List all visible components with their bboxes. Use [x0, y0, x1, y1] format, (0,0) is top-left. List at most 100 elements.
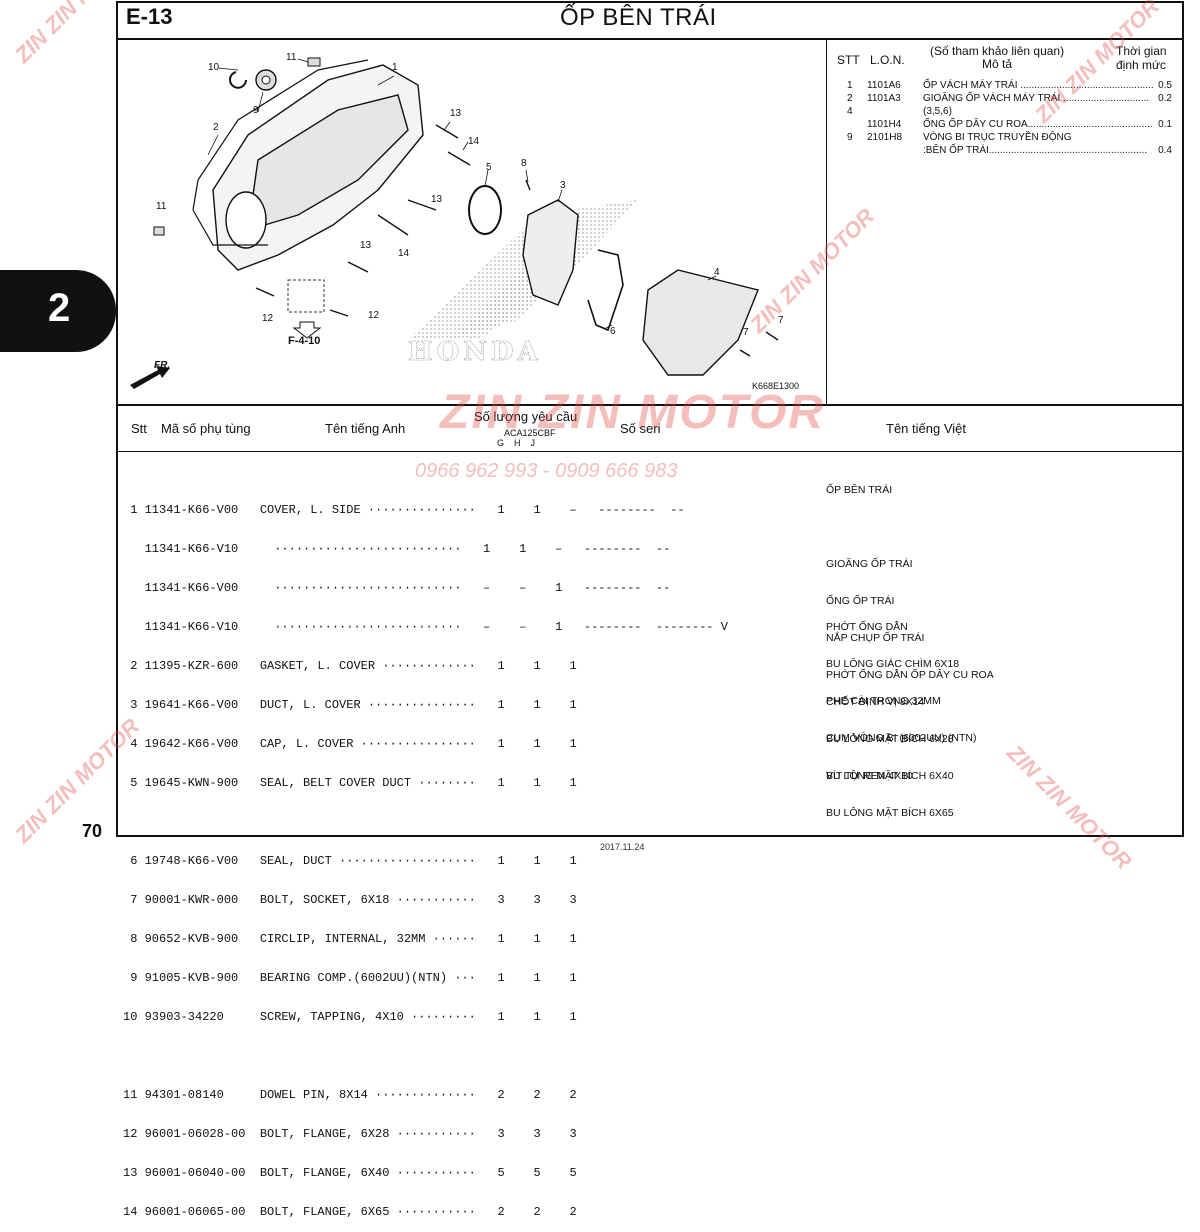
vi-name: CỤM VÒNG BI (6002UU) (NTN)	[826, 732, 977, 745]
page-code: E-13	[126, 4, 173, 29]
watermark-brand: ZIN ZIN MOTOR	[440, 386, 826, 439]
table-row: 4 19642-K66-V00 CAP, L. COVER ··········…	[123, 737, 577, 751]
page-frame	[116, 1, 1184, 837]
watermark-phone: 0966 962 993 - 0909 666 983	[415, 460, 678, 482]
vi-name: PHỚT ỐNG DẪN	[826, 620, 908, 633]
vi-name: NẮP CHỤP ỐP TRÁI	[826, 632, 925, 645]
callout-5: 5	[486, 162, 492, 173]
ref-row: :BÊN ỐP TRÁI............................…	[923, 145, 1172, 156]
col-qty-variants: G H J	[497, 438, 536, 448]
callout-14-a: 14	[468, 136, 480, 147]
col-part-no: Mã số phụ tùng	[161, 421, 251, 436]
col-stt: Stt	[131, 421, 147, 436]
page-number: 70	[82, 821, 103, 841]
table-row: 14 96001-06065-00 BOLT, FLANGE, 6X65 ···…	[123, 1205, 577, 1219]
ref-row: 4 (3,5,6)	[847, 106, 952, 117]
callout-9: 9	[253, 105, 259, 116]
ref-col-stt: STT	[837, 53, 860, 67]
diagram-code: K668E1300	[752, 381, 800, 391]
col-name-en: Tên tiếng Anh	[325, 421, 406, 436]
callout-3: 3	[560, 180, 566, 191]
callout-11-top: 11	[286, 52, 297, 63]
callout-8: 10	[208, 62, 220, 73]
ref-arrow-icon	[292, 321, 322, 339]
callout-10: 8	[521, 158, 527, 169]
header-divider	[116, 38, 1184, 40]
table-row: 5 19645-KWN-900 SEAL, BELT COVER DUCT ··…	[123, 776, 577, 790]
callout-11-left: 11	[156, 201, 167, 212]
vi-name: ỐNG ỐP TRÁI	[826, 595, 895, 608]
cover-body	[212, 64, 424, 271]
table-row: 6 19748-K66-V00 SEAL, DUCT ·············…	[123, 854, 577, 868]
table-row: 2 11395-KZR-600 GASKET, L. COVER ·······…	[123, 659, 577, 673]
vi-names-group-b: PHỚT ỐNG DẪN BU LÔNG GIÁC CHÌM 6X18 PHE …	[826, 596, 977, 795]
ref-col-lon: L.O.N.	[870, 53, 905, 67]
cap-shape	[642, 269, 759, 376]
vi-name: GIOĂNG ỐP TRÁI	[826, 557, 913, 570]
callout-4: 4	[714, 267, 720, 278]
leader-lines	[207, 58, 717, 329]
parts-divider-top	[116, 404, 1184, 406]
table-row-spacer	[123, 816, 728, 829]
seal-ring-shape	[468, 185, 502, 235]
col-qty: Số lượng yêu cầu	[474, 409, 578, 424]
callout-12-a: 12	[262, 313, 274, 324]
table-row: 13 96001-06040-00 BOLT, FLANGE, 6X40 ···…	[123, 1166, 577, 1180]
col-model: ACA125CBF	[504, 428, 556, 438]
parts-list: 1 11341-K66-V00 COVER, L. SIDE ·········…	[123, 478, 728, 1232]
page-title: ỐP BÊN TRÁI	[560, 4, 717, 31]
table-row: 9 91005-KVB-900 BEARING COMP.(6002UU)(NT…	[123, 971, 577, 985]
callout-1: 1	[392, 62, 398, 73]
table-row-spacer	[123, 1050, 728, 1063]
vi-name-1: ỐP BÊN TRÁI	[826, 484, 893, 496]
vi-name: PHE CÀI TRONG 32MM	[826, 695, 941, 708]
section-tab	[0, 270, 116, 352]
ref-link[interactable]: F-4-10	[288, 335, 321, 347]
table-row: 11 94301-08140 DOWEL PIN, 8X14 ·········…	[123, 1088, 577, 1102]
circlip-shape	[229, 71, 247, 89]
parts-divider-header	[116, 451, 1184, 452]
honda-lettering: HONDA	[408, 337, 542, 367]
ref-box	[287, 279, 325, 313]
table-row: 11341-K66-V10 ··························…	[123, 542, 671, 556]
table-row: 3 19641-K66-V00 DUCT, L. COVER ·········…	[123, 698, 577, 712]
ref-col-ref: (Số tham khảo liên quan)	[930, 44, 1065, 58]
ref-col-time: Thời gian	[1116, 44, 1167, 58]
duct-shape	[522, 199, 579, 306]
seal-duct-shape	[587, 249, 624, 332]
vi-names-group-a: GIOĂNG ỐP TRÁI ỐNG ỐP TRÁI NẮP CHỤP ỐP T…	[826, 533, 994, 694]
vi-name: BU LÔNG MẶT BÍCH 6X40	[826, 770, 954, 783]
callout-7-b: 7	[778, 315, 784, 326]
ref-row: 1101H4 ỐNG ỐP DÂY CU ROA................…	[867, 119, 1172, 130]
ref-row: 2 1101A3 GIOĂNG ỐP VÁCH MÁY TRÁI .......…	[847, 93, 1172, 104]
table-row: 12 96001-06028-00 BOLT, FLANGE, 6X28 ···…	[123, 1127, 577, 1141]
callout-13-a: 13	[450, 108, 462, 119]
ref-col-norm: định mức	[1116, 58, 1167, 72]
table-row: 7 90001-KWR-000 BOLT, SOCKET, 6X18 ·····…	[123, 893, 577, 907]
vi-name: PHỚT ỐNG DẪN ỐP DÂY CU ROA	[826, 669, 994, 682]
col-name-vi: Tên tiếng Việt	[886, 421, 966, 436]
ref-rows: 1 1101A6 ỐP VÁCH MÁY TRÁI ..............…	[840, 80, 1172, 158]
table-row: 11341-K66-V00 ··························…	[123, 581, 671, 595]
col-serial: Số seri	[620, 421, 661, 436]
table-row: 11341-K66-V10 ··························…	[123, 620, 728, 634]
callout-2: 2	[213, 122, 219, 133]
table-row: 10 93903-34220 SCREW, TAPPING, 4X10 ····…	[123, 1010, 577, 1024]
vi-name: CHỐT ĐỊNH VỊ 8X14	[826, 695, 925, 708]
vi-name: VÍT TỰ REN 4X10	[826, 769, 913, 782]
diagram-svg: HONDA	[130, 57, 779, 389]
bolts	[255, 124, 779, 357]
ref-row: 9 2101H8 VÒNG BI TRỤC TRUYỀN ĐỘNG	[847, 132, 1072, 143]
callout-7-a: 7	[743, 327, 749, 338]
vi-name: BU LÔNG MẶT BÍCH 6X65	[826, 807, 954, 820]
vi-names-group-c: CHỐT ĐỊNH VỊ 8X14 BU LÔNG MẶT BÍCH 6X28 …	[826, 671, 954, 832]
footer-note: 2017.11.24	[600, 842, 645, 852]
callout-12-b: 12	[368, 310, 380, 321]
callout-6: 6	[610, 326, 616, 337]
gasket-line	[197, 59, 369, 181]
ref-col-desc: Mô tả	[982, 57, 1013, 71]
table-row: 8 90652-KVB-900 CIRCLIP, INTERNAL, 32MM …	[123, 932, 577, 946]
section-number: 2	[48, 286, 71, 330]
diagram-divider	[826, 38, 827, 404]
callout-14-b: 14	[398, 248, 410, 259]
